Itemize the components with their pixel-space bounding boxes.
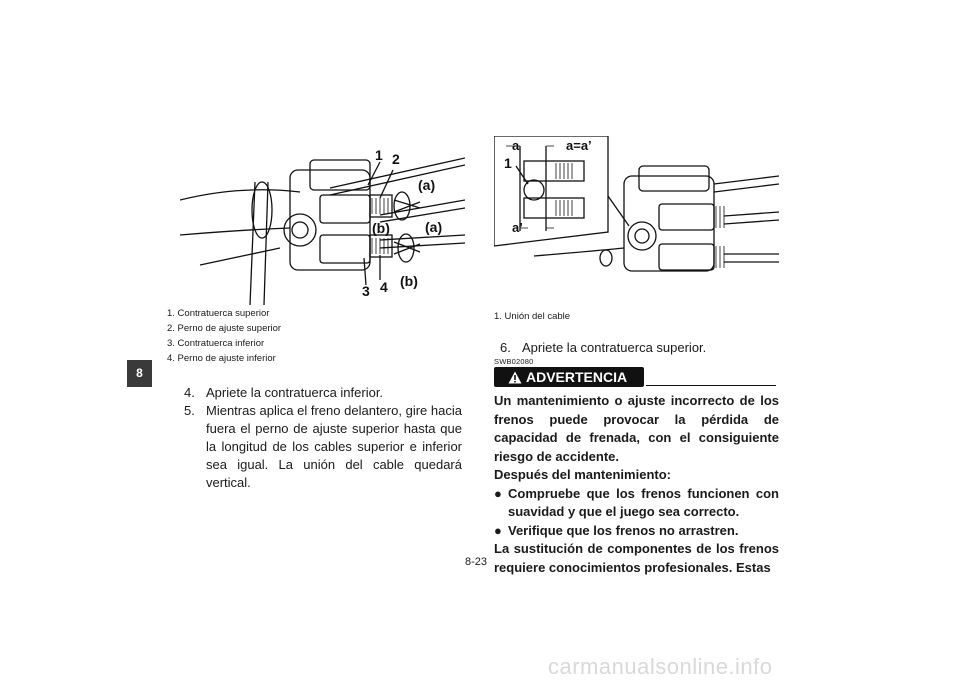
step-number: 6. — [500, 340, 511, 355]
caption-item: 3. Contratuerca inferior — [167, 338, 265, 349]
step-number: 5. — [184, 403, 195, 418]
label-4: 4 — [380, 279, 388, 295]
warning-rule — [646, 385, 776, 386]
warning-triangle-icon — [508, 371, 522, 383]
warning-closing: La sustitución de componentes de los fre… — [494, 541, 779, 575]
label-a-lower: (a) — [425, 219, 442, 235]
figure-caption-right: 1. Unión del cable — [494, 309, 570, 324]
warning-intro: Un mantenimiento o ajuste incorrecto de … — [494, 393, 779, 464]
step-text: Apriete la contratuerca superior. — [522, 340, 707, 355]
figure-caption-left: 1. Contratuerca superior 2. Perno de aju… — [167, 306, 281, 366]
label-1: 1 — [375, 147, 383, 163]
label-b-upper: (b) — [372, 220, 390, 236]
warning-bullet: ● Compruebe que los frenos funcionen con… — [494, 485, 779, 522]
warning-code: SWB02080 — [494, 357, 534, 366]
label-3: 3 — [362, 283, 370, 299]
bullet-text: Verifique que los frenos no arrastren. — [508, 522, 739, 538]
label-1: 1 — [504, 155, 512, 171]
step-item: 4. Apriete la contratuerca inferior. — [184, 384, 462, 402]
bullet-dot-icon: ● — [494, 522, 502, 538]
warning-label: ADVERTENCIA — [526, 369, 628, 385]
warning-bullet: ● Verifique que los frenos no arrastren. — [494, 522, 779, 541]
step-number: 4. — [184, 385, 195, 400]
bullet-text: Compruebe que los frenos funcionen con s… — [508, 485, 779, 520]
brake-adjuster-illustration: 1 2 3 4 (a) (a) (b) (b) — [180, 147, 465, 305]
section-tab: 8 — [127, 360, 152, 387]
step-right: 6. Apriete la contratuerca superior. — [500, 339, 780, 357]
step-text: Mientras aplica el freno delantero, gire… — [206, 403, 462, 490]
label-a-equals: a=a’ — [566, 138, 592, 153]
label-2: 2 — [392, 151, 400, 167]
step-item: 6. Apriete la contratuerca superior. — [500, 339, 780, 357]
warning-badge: ADVERTENCIA — [494, 367, 644, 387]
step-item: 5. Mientras aplica el freno delantero, g… — [184, 402, 462, 492]
caption-item: 1. Unión del cable — [494, 311, 571, 322]
warning-text: Un mantenimiento o ajuste incorrecto de … — [494, 392, 779, 577]
page-number: 8-23 — [465, 556, 488, 568]
label-a: a — [512, 138, 520, 153]
steps-left: 4. Apriete la contratuerca inferior. 5. … — [184, 384, 462, 492]
label-b-lower: (b) — [400, 273, 418, 289]
watermark-url[interactable]: carmanualsonline.info — [548, 654, 773, 679]
label-a-upper: (a) — [418, 177, 435, 193]
bullet-dot-icon: ● — [494, 485, 502, 501]
caption-item: 2. Perno de ajuste superior — [167, 323, 282, 334]
caption-item: 4. Perno de ajuste inferior — [167, 353, 276, 364]
cable-joint-illustration: a a=a’ 1 a’ — [494, 136, 779, 272]
label-a-prime: a’ — [512, 220, 523, 235]
step-text: Apriete la contratuerca inferior. — [206, 385, 384, 400]
caption-item: 1. Contratuerca superior — [167, 308, 270, 319]
warning-after: Después del mantenimiento: — [494, 467, 671, 482]
